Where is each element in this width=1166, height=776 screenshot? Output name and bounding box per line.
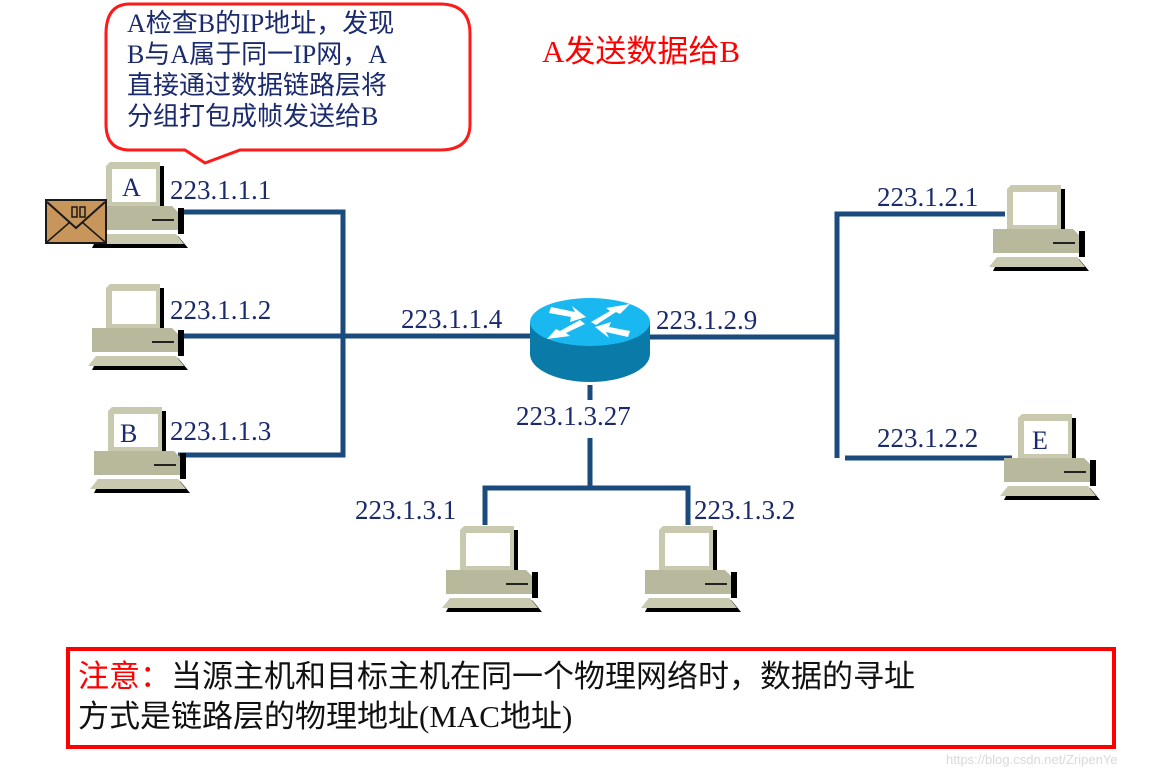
host-r1-computer[interactable]	[989, 185, 1089, 271]
subnet-3-links	[482, 385, 691, 525]
note-line-2c: 地址	[499, 699, 562, 735]
router-icon	[530, 298, 650, 382]
envelope-icon	[45, 199, 107, 244]
ip-host-s1: 223.1.3.1	[355, 495, 457, 525]
host-b-label: B	[120, 419, 138, 448]
ip-host-b: 223.1.1.3	[170, 416, 272, 446]
note-line-2b: (MAC	[419, 699, 500, 734]
ip-host-s2: 223.1.3.2	[694, 495, 796, 525]
subnet-2-links	[650, 211, 1012, 461]
note-text: 注意：当源主机和目标主机在同一个物理网络时，数据的寻址 方式是链路层的物理地址(…	[78, 657, 915, 737]
callout-bubble	[104, 2, 472, 165]
host-e-label: E	[1032, 426, 1048, 455]
note-box	[66, 647, 1116, 749]
ip-router-right: 223.1.2.9	[656, 305, 758, 335]
ip-host-a: 223.1.1.1	[170, 175, 272, 205]
note-line-2a: 方式是链路层的物理地址	[78, 699, 419, 735]
host-s2-computer[interactable]	[641, 526, 741, 612]
host-s1-computer[interactable]	[442, 526, 542, 612]
note-line-2d: )	[561, 699, 573, 734]
callout-line: A检查B的IP地址，发现	[127, 9, 395, 38]
ip-host-r1: 223.1.2.1	[877, 182, 979, 212]
ip-router-left: 223.1.1.4	[401, 304, 503, 334]
note-prefix: 注意：	[78, 659, 171, 695]
host-e-computer[interactable]	[1000, 414, 1100, 500]
diagram-title: A发送数据给B	[542, 34, 741, 69]
note-line-1: 当源主机和目标主机在同一个物理网络时，数据的寻址	[171, 659, 915, 695]
callout-line: 分组打包成帧发送给B	[127, 102, 379, 131]
watermark: https://blog.csdn.net/ZripenYe	[946, 752, 1118, 767]
host-a-label: A	[122, 173, 141, 202]
callout-line: 直接通过数据链路层将	[127, 71, 388, 100]
ip-host-2: 223.1.1.2	[170, 295, 272, 325]
subnet-1-links	[178, 209, 535, 458]
ip-host-e: 223.1.2.2	[877, 423, 979, 453]
callout-line: B与A属于同一IP网，A	[127, 40, 388, 69]
ip-router-bottom: 223.1.3.27	[516, 401, 631, 431]
callout-text: A检查B的IP地址，发现 B与A属于同一IP网，A 直接通过数据链路层将 分组打…	[127, 8, 457, 132]
